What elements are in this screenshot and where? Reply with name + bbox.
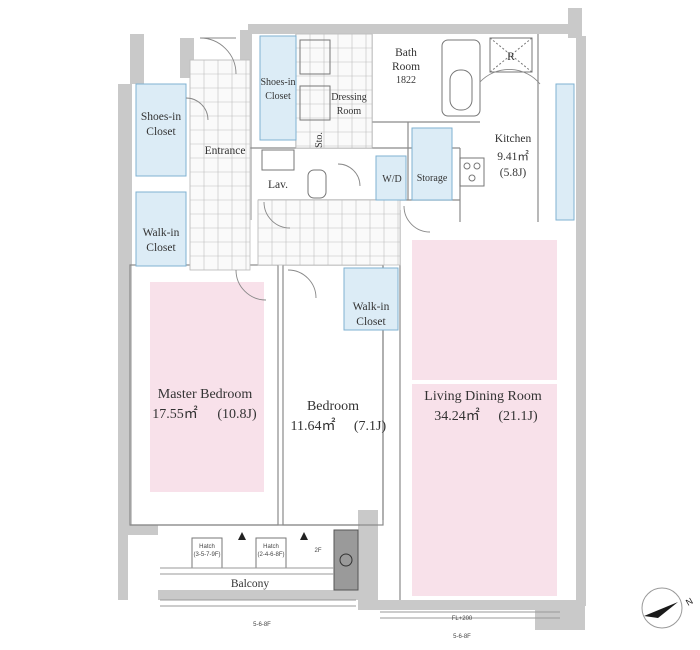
compass-needle [644, 602, 678, 618]
hatch-arrow-left [238, 532, 246, 540]
hatch-arrow-right [300, 532, 308, 540]
master-bedroom-floor [150, 282, 264, 492]
walk-in-closet-center-label: Walk-in [353, 301, 390, 313]
hatch-right-sub: (2-4-6-8F) [257, 552, 284, 558]
storage-fill [411, 127, 453, 201]
door-swings [185, 37, 541, 301]
walk-in-closet-center-label-2: Closet [356, 316, 386, 328]
small-mark: 2F [314, 548, 321, 554]
walk-in-closet-left-label: Walk-in [143, 227, 180, 239]
wd-fill [375, 155, 407, 201]
walk-in-closet-left-label-2: Closet [146, 242, 176, 254]
refrigerator-label: R [507, 51, 515, 63]
kitchen-counter-fill [555, 83, 575, 221]
fl-mark: FL+200 [452, 616, 473, 622]
bathtub [441, 39, 481, 117]
entrance-label: Entrance [205, 145, 246, 157]
ac-unit [333, 529, 359, 591]
kitchen-jo: (5.8J) [500, 167, 527, 179]
bedroom-label: Bedroom [307, 399, 359, 414]
balcony-label: Balcony [231, 578, 270, 590]
dim-right: 5-6-8F [453, 634, 471, 640]
stove [459, 157, 485, 187]
living-dining-floor-upper [412, 240, 557, 380]
bedroom-area: 11.64㎡ [291, 418, 336, 434]
shoes-in-closet-left-fill [135, 83, 187, 177]
master-bedroom-label: Master Bedroom [158, 387, 253, 402]
dressing-room-label-2: Room [337, 106, 362, 117]
fixtures [191, 37, 533, 591]
sto-label: Sto. [314, 132, 325, 148]
living-dining-label: Living Dining Room [424, 389, 542, 404]
entrance-floor [189, 33, 401, 271]
walk-in-closet-left-fill [135, 191, 187, 267]
bath-room-label-2: Room [392, 61, 420, 73]
compass-label: N [684, 596, 695, 608]
walk-in-closet-center-fill [343, 267, 399, 331]
hatch-right-title: Hatch [263, 544, 279, 550]
closets [135, 35, 575, 331]
hatch-left-sub: (3-5-7-9F) [193, 552, 220, 558]
bath-room-label: Bath [395, 47, 417, 59]
shoes-in-closet-top-fill [259, 35, 297, 141]
compass: N [641, 587, 695, 629]
compass-ring [641, 587, 683, 629]
living-dining-floor-lower [412, 384, 557, 596]
storage-label: Storage [417, 173, 448, 184]
balcony-rail [160, 567, 560, 619]
wd-label: W/D [382, 174, 401, 185]
lav-sink [261, 149, 295, 171]
room-labels: Shoes-in Closet Shoes-in Closet Entrance… [141, 47, 542, 590]
lav-label: Lav. [268, 179, 288, 191]
kitchen-area: 9.41㎡ [497, 150, 529, 163]
hatch-left-title: Hatch [199, 544, 215, 550]
annotation-labels: Hatch (3-5-7-9F) Hatch (2-4-6-8F) FL+200… [193, 544, 472, 640]
dressing-room-label: Dressing [331, 92, 367, 103]
master-bedroom-jo: (10.8J) [217, 407, 257, 422]
floor-tiles [189, 33, 400, 271]
shoes-in-closet-left-label: Shoes-in [141, 111, 182, 123]
living-dining-area: 34.24㎡ [434, 408, 480, 424]
bedroom-jo: (7.1J) [354, 419, 387, 434]
shoes-in-closet-left-label-2: Closet [146, 126, 176, 138]
toilet [307, 169, 327, 199]
kitchen-label: Kitchen [495, 133, 532, 145]
shoes-in-closet-top-label-2: Closet [265, 91, 291, 102]
master-bedroom-area: 17.55㎡ [152, 406, 198, 422]
bath-room-size: 1822 [396, 75, 416, 86]
dim-left: 5-6-8F [253, 622, 271, 628]
refrigerator-box [489, 37, 533, 73]
living-dining-jo: (21.1J) [498, 409, 538, 424]
shoes-in-closet-top-label: Shoes-in [261, 77, 296, 88]
